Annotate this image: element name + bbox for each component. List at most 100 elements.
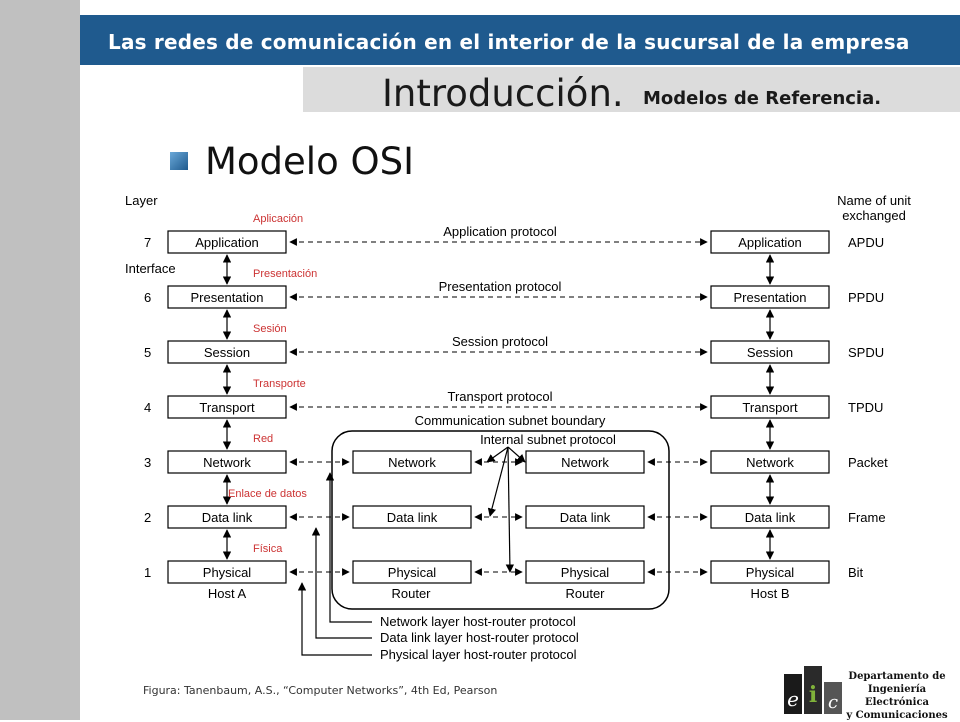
host-a-layer-box — [167, 230, 287, 254]
spanish-layer-label: Red — [253, 433, 273, 445]
peer-protocol-label: Transport protocol — [447, 389, 552, 404]
router-2-label: Router — [565, 586, 605, 601]
datalink-host-router-line — [311, 527, 372, 639]
unit-name: SPDU — [848, 345, 884, 360]
peer-protocol-label: Session protocol — [452, 334, 548, 349]
host-b-layer-name: Data link — [745, 510, 796, 525]
host-b-layer-box — [710, 230, 830, 254]
router-1-layer-box — [352, 450, 472, 474]
router-1-layer-name: Data link — [387, 510, 438, 525]
datalink-host-router-label: Data link layer host-router protocol — [380, 630, 579, 645]
host-b-layer-name: Physical — [746, 565, 795, 580]
unit-name: APDU — [848, 235, 884, 250]
router-2-layer-box — [525, 450, 645, 474]
host-a-label: Host A — [208, 586, 247, 601]
network-host-router-line — [325, 472, 372, 623]
host-a-layer-box — [167, 340, 287, 364]
host-b-layer-box — [710, 560, 830, 584]
department-line-1: Departamento de — [848, 671, 946, 682]
host-a-layer-name: Transport — [199, 400, 255, 415]
internal-arrow-3 — [505, 446, 515, 573]
host-b-layer-name: Application — [738, 235, 802, 250]
subnet-boundary-label: Communication subnet boundary — [415, 413, 606, 428]
host-a-layer-box — [167, 285, 287, 309]
router-2-layer-name: Physical — [561, 565, 610, 580]
subtitle-main: Introducción. — [382, 72, 624, 115]
host-a-layer-box — [167, 450, 287, 474]
subtitle-small: Modelos de Referencia. — [643, 88, 882, 109]
physical-host-router-label: Physical layer host-router protocol — [380, 647, 577, 662]
department-logo: e i c — [784, 666, 842, 714]
spanish-layer-label: Física — [253, 543, 283, 555]
host-b-layer-name: Presentation — [734, 290, 807, 305]
router-2-layer-name: Network — [561, 455, 609, 470]
spanish-layer-label: Aplicación — [253, 213, 303, 225]
router-1-label: Router — [391, 586, 431, 601]
department-name: Departamento de Ingeniería Electrónica y… — [842, 670, 952, 722]
layer-number: 4 — [144, 400, 151, 415]
host-b-layer-name: Network — [746, 455, 794, 470]
layer-header: Layer — [125, 193, 158, 208]
router-1-layer-name: Physical — [388, 565, 437, 580]
unit-header-2: exchanged — [842, 208, 906, 223]
host-a-layer-box — [167, 505, 287, 529]
router-2-layer-box — [525, 560, 645, 584]
router-1-layer-box — [352, 505, 472, 529]
unit-name: TPDU — [848, 400, 883, 415]
host-b-layer-box — [710, 340, 830, 364]
router-2-layer-box — [525, 505, 645, 529]
subtitle-bar — [303, 67, 960, 112]
svg-text:c: c — [828, 692, 838, 713]
figure-caption: Figura: Tanenbaum, A.S., “Computer Netwo… — [143, 684, 498, 697]
spanish-layer-label: Enlace de datos — [228, 488, 307, 500]
spanish-layer-label: Transporte — [253, 378, 306, 390]
bullet-icon — [170, 152, 188, 170]
internal-arrow-4 — [507, 446, 526, 463]
host-a-layer-box — [167, 395, 287, 419]
host-b-layer-name: Session — [747, 345, 793, 360]
internal-arrow-2 — [487, 446, 509, 517]
layer-number: 1 — [144, 565, 151, 580]
host-a-layer-box — [167, 560, 287, 584]
svg-text:e: e — [787, 687, 799, 711]
subnet-boundary — [331, 430, 670, 610]
internal-arrow-1 — [486, 446, 509, 463]
section-heading: Modelo OSI — [205, 140, 415, 183]
host-a-layer-name: Application — [195, 235, 259, 250]
host-b-layer-box — [710, 450, 830, 474]
layer-number: 2 — [144, 510, 151, 525]
department-line-3: y Comunicaciones — [846, 710, 948, 721]
svg-text:i: i — [809, 682, 817, 708]
interface-label: Interface — [125, 261, 176, 276]
host-b-layer-box — [710, 505, 830, 529]
host-a-layer-name: Presentation — [191, 290, 264, 305]
layer-number: 6 — [144, 290, 151, 305]
router-1-layer-box — [352, 560, 472, 584]
host-b-label: Host B — [750, 586, 789, 601]
router-1-layer-name: Network — [388, 455, 436, 470]
layer-number: 7 — [144, 235, 151, 250]
host-a-layer-name: Data link — [202, 510, 253, 525]
host-b-layer-box — [710, 395, 830, 419]
host-b-layer-box — [710, 285, 830, 309]
layer-number: 5 — [144, 345, 151, 360]
internal-protocol-label: Internal subnet protocol — [480, 432, 616, 447]
host-a-layer-name: Network — [203, 455, 251, 470]
layer-number: 3 — [144, 455, 151, 470]
unit-header-1: Name of unit — [837, 193, 911, 208]
network-host-router-label: Network layer host-router protocol — [380, 614, 576, 629]
router-2-layer-name: Data link — [560, 510, 611, 525]
unit-name: PPDU — [848, 290, 884, 305]
left-sidebar — [0, 0, 80, 720]
header-title: Las redes de comunicación en el interior… — [108, 30, 910, 54]
peer-protocol-label: Application protocol — [443, 224, 557, 239]
host-b-layer-name: Transport — [742, 400, 798, 415]
spanish-layer-label: Presentación — [253, 268, 317, 280]
physical-host-router-line — [297, 582, 372, 656]
unit-name: Frame — [848, 510, 886, 525]
host-a-layer-name: Session — [204, 345, 250, 360]
spanish-layer-label: Sesión — [253, 323, 287, 335]
unit-name: Packet — [848, 455, 888, 470]
peer-protocol-label: Presentation protocol — [439, 279, 562, 294]
